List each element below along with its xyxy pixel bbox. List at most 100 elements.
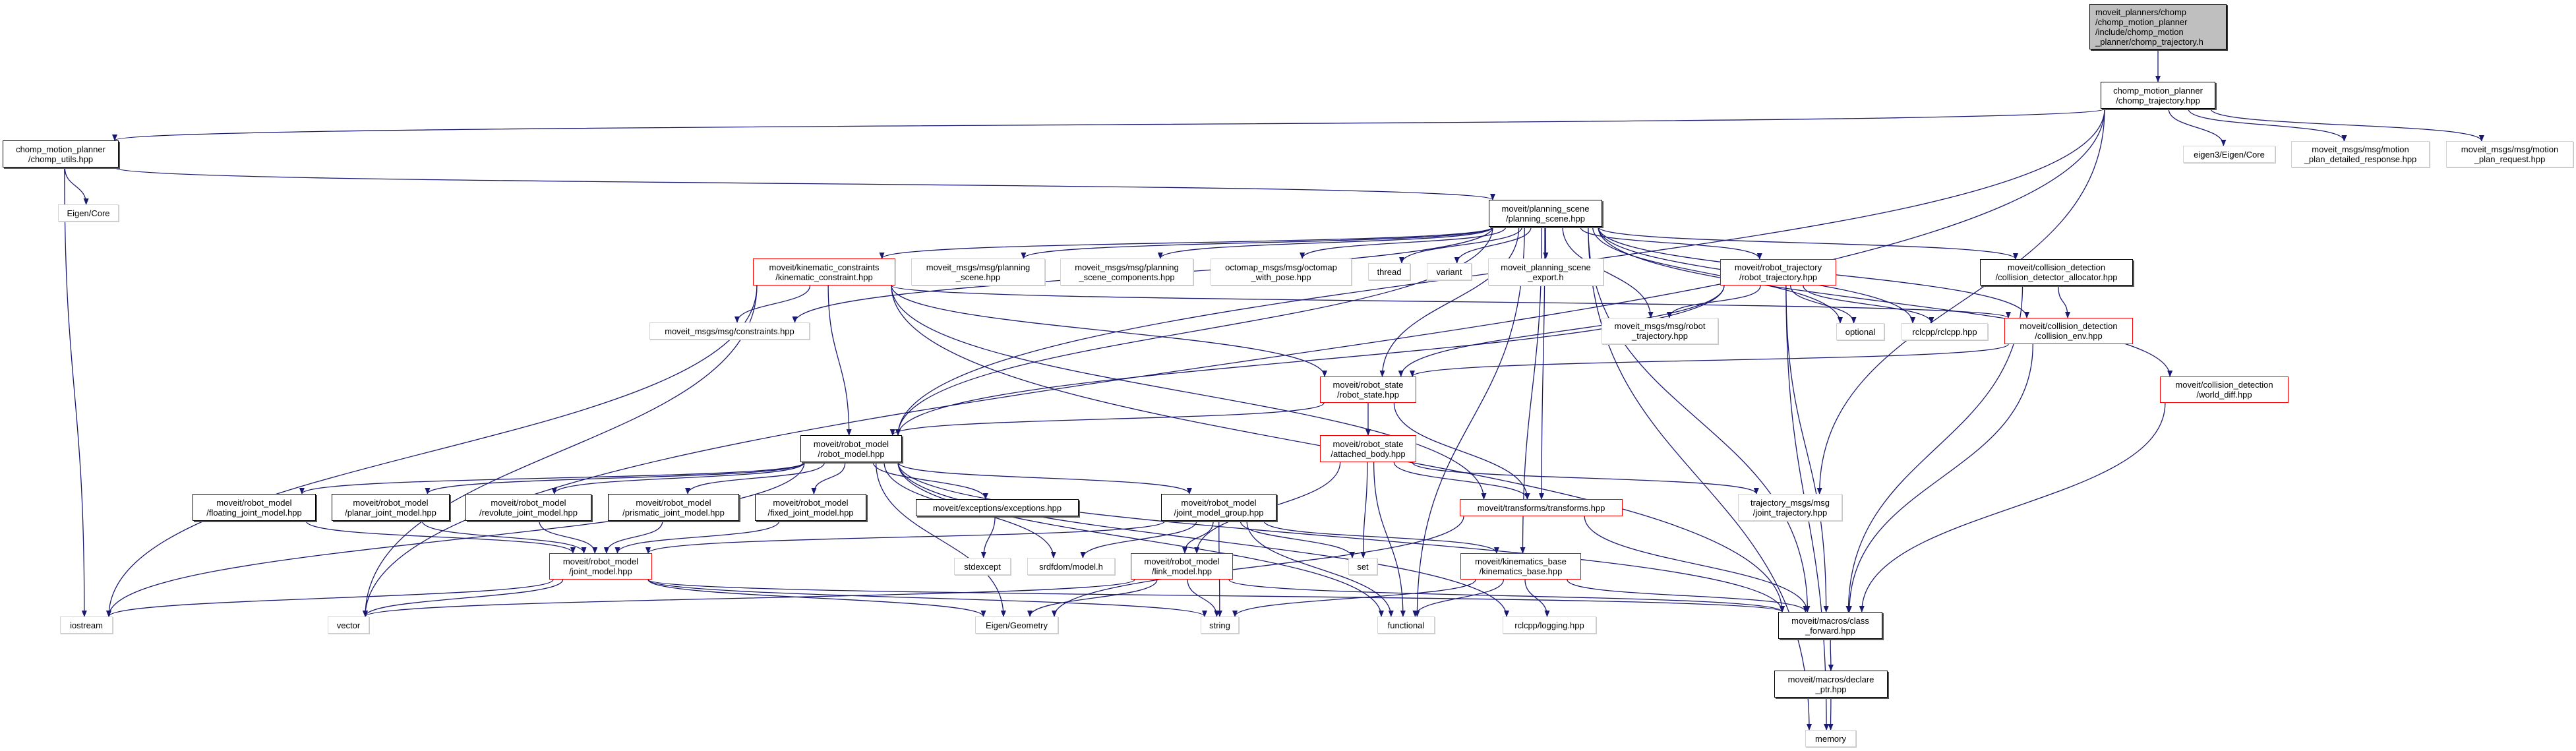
node-cons: moveit_msgs/msg/constraints.hpp (649, 322, 810, 340)
edge-jm-to-string (647, 579, 1207, 617)
edge-ct-to-mpr (2210, 108, 2484, 142)
node-lm[interactable]: moveit/robot_model/link_model.hpp (1131, 553, 1233, 580)
edge-ps-to-cda (1598, 226, 2018, 260)
node-label-line: stdexcept (964, 561, 1001, 572)
node-memory: memory (1805, 730, 1856, 747)
node-rm[interactable]: moveit/robot_model/robot_model.hpp (800, 435, 902, 462)
node-fixed[interactable]: moveit/robot_model/fixed_joint_model.hpp (755, 494, 866, 521)
edge-kb-to-functional (1412, 579, 1505, 617)
node-label-line: /floating_joint_model.hpp (206, 507, 302, 518)
node-srdf: srdfdom/model.h (1027, 558, 1115, 575)
edge-jm-to-eg (647, 579, 986, 617)
node-cu[interactable]: chomp_motion_planner/chomp_utils.hpp (3, 140, 119, 167)
edge-rs-to-tf (1393, 402, 1530, 500)
node-label-line: /planar_joint_model.hpp (345, 507, 436, 518)
node-label-line: moveit/macros/class (1791, 615, 1869, 626)
edge-ab-to-jt (1412, 462, 1759, 495)
node-label-line: /collision_detector_allocator.hpp (1995, 272, 2118, 282)
node-label-line: moveit/planning_scene (1501, 203, 1590, 214)
edge-jmg-to-set (1240, 520, 1355, 558)
node-label-line: Eigen/Core (67, 208, 110, 218)
node-label-line: moveit/kinematic_constraints (769, 262, 880, 272)
node-jm[interactable]: moveit/robot_model/joint_model.hpp (549, 553, 652, 580)
node-label-line: _trajectory.hpp (1631, 331, 1689, 341)
edge-ct-to-cu (112, 108, 2105, 141)
node-revolute[interactable]: moveit/robot_model/revolute_joint_model.… (465, 494, 591, 521)
node-jmg[interactable]: moveit/robot_model/joint_model_group.hpp (1161, 494, 1276, 521)
node-label-line: /fixed_joint_model.hpp (767, 507, 854, 518)
edge-rt-to-rm (895, 285, 1725, 436)
node-thread: thread (1368, 263, 1410, 280)
node-floating[interactable]: moveit/robot_model/floating_joint_model.… (193, 494, 316, 521)
edge-jmg-to-functional (1246, 520, 1394, 617)
edge-rm-to-iostream (106, 462, 805, 617)
node-label-line: moveit/robot_model (636, 497, 711, 508)
edge-rm-to-floating (299, 462, 805, 495)
edge-ct-to-mpdr (2188, 108, 2347, 142)
node-label-line: chomp_motion_planner (2113, 85, 2203, 96)
node-kb[interactable]: moveit/kinematics_base/kinematics_base.h… (1460, 553, 1581, 580)
edge-ps-to-variant (1454, 226, 1532, 264)
node-label-line: /link_model.hpp (1151, 566, 1213, 576)
edge-rs-to-rm (889, 402, 1325, 436)
edge-jmg-to-lm (1182, 520, 1214, 554)
node-mpdr: moveit_msgs/msg/motion_plan_detailed_res… (2291, 141, 2430, 167)
node-label-line: moveit/collision_detection (2175, 380, 2273, 390)
node-tf[interactable]: moveit/transforms/transforms.hpp (1460, 499, 1623, 516)
edge-tf-to-eg (1052, 516, 1464, 617)
edge-rm-to-logging (897, 462, 1509, 617)
node-label-line: /chomp_motion_planner (2095, 16, 2188, 27)
node-label-line: moveit/robot_state (1333, 438, 1404, 449)
edge-jm-to-vector (363, 579, 564, 617)
edge-ps-to-thread (1399, 226, 1523, 264)
node-label-line: thread (1377, 266, 1402, 277)
node-functional: functional (1377, 616, 1435, 634)
node-exc[interactable]: moveit/exceptions/exceptions.hpp (916, 499, 1079, 516)
node-psc: moveit_msgs/msg/planning_scene_component… (1060, 258, 1193, 285)
node-label-line: moveit/robot_model (813, 438, 889, 449)
node-iostream: iostream (60, 616, 113, 634)
edge-ps-to-kc (879, 226, 1493, 259)
node-label-line: moveit/robot_state (1333, 380, 1404, 390)
node-label-line: iostream (70, 620, 103, 630)
edge-rm-to-revolute (551, 462, 805, 495)
node-rt[interactable]: moveit/robot_trajectory/robot_trajectory… (1720, 259, 1836, 285)
node-kc[interactable]: moveit/kinematic_constraints/kinematic_c… (753, 258, 895, 285)
edge-lm-to-string (1187, 579, 1220, 617)
node-label-line: variant (1436, 266, 1462, 277)
node-label-line: /prismatic_joint_model.hpp (622, 507, 725, 518)
edge-kc-to-rs (891, 285, 1327, 377)
edge-cda-to-cf (1845, 285, 2023, 613)
node-dp[interactable]: moveit/macros/declare_ptr.hpp (1774, 671, 1888, 698)
node-optional: optional (1836, 323, 1884, 340)
node-label-line: /attached_body.hpp (1331, 448, 1406, 459)
node-eg: Eigen/Geometry (975, 616, 1058, 634)
node-label-line: octomap_msgs/msg/octomap (1225, 262, 1337, 272)
node-label-line: moveit/macros/declare (1787, 674, 1874, 684)
node-e3: eigen3/Eigen/Core (2183, 146, 2275, 163)
node-pse: moveit_planning_scene_export.h (1488, 258, 1603, 285)
node-planar[interactable]: moveit/robot_model/planar_joint_model.hp… (332, 494, 450, 521)
node-cf[interactable]: moveit/macros/class_forward.hpp (1778, 612, 1882, 639)
edge-jm-to-iostream (106, 579, 554, 617)
node-rs[interactable]: moveit/robot_state/robot_state.hpp (1320, 376, 1416, 403)
node-label-line: vector (336, 620, 361, 630)
node-variant: variant (1427, 263, 1472, 280)
edge-cu-to-iostream (64, 167, 87, 617)
node-cda[interactable]: moveit/collision_detection/collision_det… (1980, 259, 2133, 285)
node-label-line: moveit_planning_scene (1501, 262, 1591, 272)
edge-ab-to-set (1360, 462, 1368, 558)
edge-kb-to-logging (1524, 579, 1550, 617)
node-ce[interactable]: moveit/collision_detection/collision_env… (2004, 318, 2133, 344)
node-ab[interactable]: moveit/robot_state/attached_body.hpp (1320, 435, 1416, 462)
node-ps[interactable]: moveit/planning_scene/planning_scene.hpp (1489, 200, 1602, 227)
node-ct[interactable]: chomp_motion_planner/chomp_trajectory.hp… (2101, 82, 2215, 109)
node-label-line: /collision_env.hpp (2035, 331, 2103, 341)
node-ecore: Eigen/Core (58, 204, 119, 222)
node-prismatic[interactable]: moveit/robot_model/prismatic_joint_model… (608, 494, 739, 521)
edge-kc-to-tf (891, 285, 1487, 500)
node-wd[interactable]: moveit/collision_detection/world_diff.hp… (2160, 376, 2289, 403)
edge-kc-to-ce (891, 285, 2011, 318)
node-label-line: /planning_scene.hpp (1506, 213, 1585, 224)
